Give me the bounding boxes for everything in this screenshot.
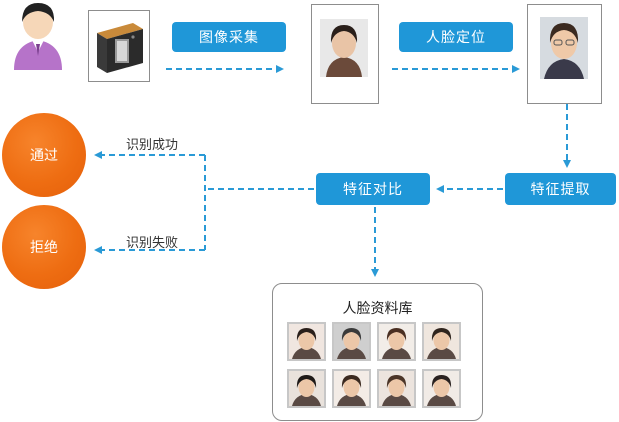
database-title: 人脸资料库 [342, 301, 413, 317]
face-scanner-device-icon [97, 23, 143, 73]
database-face-thumbnail [332, 322, 371, 361]
database-face-thumbnail [287, 369, 326, 408]
reject-circle: 拒绝 [2, 205, 86, 289]
located-face-card [527, 4, 602, 104]
fail-label: 识别失败 [126, 236, 179, 251]
capture-step: 图像采集 [172, 22, 286, 52]
database-face-thumbnail [422, 322, 461, 361]
pass-circle: 通过 [2, 113, 86, 197]
locate-step: 人脸定位 [399, 22, 513, 52]
face-database-box: 人脸资料库 [272, 283, 483, 421]
database-face-thumbnail [377, 369, 416, 408]
captured-face-image [320, 19, 368, 77]
located-face-image [540, 17, 588, 79]
captured-face-card [311, 4, 379, 104]
extract-step: 特征提取 [505, 173, 616, 205]
database-face-thumbnail [332, 369, 371, 408]
capture-device-card [88, 10, 150, 82]
user-avatar-icon [14, 3, 62, 70]
database-face-thumbnail [377, 322, 416, 361]
database-face-thumbnail [422, 369, 461, 408]
database-face-thumbnail [287, 322, 326, 361]
compare-step: 特征对比 [316, 173, 430, 205]
success-label: 识别成功 [126, 138, 179, 153]
